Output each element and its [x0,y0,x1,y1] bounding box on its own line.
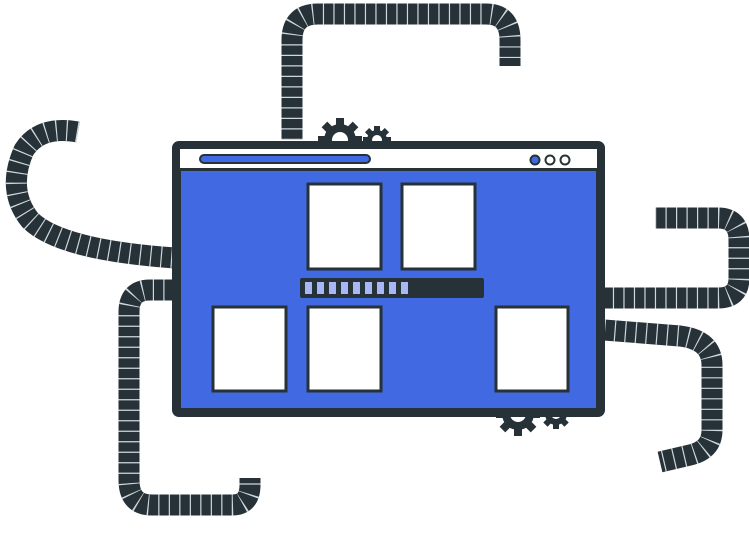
progress-segments [305,282,408,294]
cable-left-upper [5,119,176,269]
content-panels [211,182,570,393]
window-control [559,154,571,166]
cable-right-upper [600,207,749,309]
progress-bar [300,278,484,298]
cable-right-lower [603,319,723,473]
panel-4 [211,305,288,393]
panel-5 [306,305,383,393]
panel-6 [494,305,570,393]
window-control-active [529,154,541,166]
window-control [544,154,556,166]
cable-top [281,3,521,140]
cable-left-lower [118,279,261,516]
panel-1 [306,182,383,271]
cables [5,3,749,516]
address-bar [199,154,371,164]
panel-2 [400,182,477,271]
